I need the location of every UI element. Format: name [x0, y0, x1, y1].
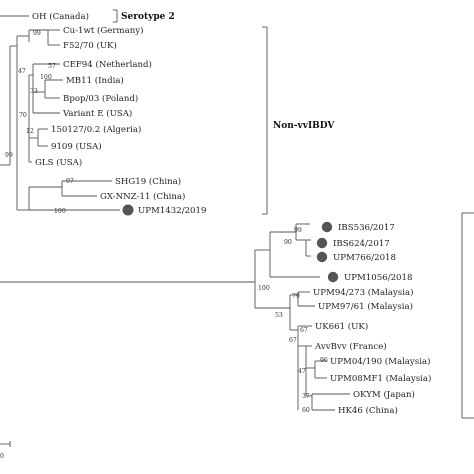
bootstrap-label: 37 [302, 393, 310, 400]
bootstrap-label: 67 [289, 337, 297, 344]
bootstrap-label: 53 [275, 312, 283, 319]
group-label: Serotype 2 [121, 12, 175, 22]
bootstrap-label: 47 [298, 368, 306, 375]
bootstrap-label: 100 [40, 74, 52, 81]
bootstrap-label: 70 [19, 112, 27, 119]
serotype2-bracket: Serotype 2 [113, 9, 175, 23]
taxon-label: UK661 (UK) [315, 321, 368, 332]
bootstrap-label: 33 [30, 88, 38, 95]
bootstrap-label: 96 [320, 357, 328, 364]
taxon-label: CEF94 (Netherland) [63, 59, 152, 70]
bootstrap-label: 47 [18, 68, 26, 75]
sample-marker [316, 251, 328, 263]
non-vv-subtree: 99 47 57 100 33 70 12 99 97 100 OH (Cana… [0, 9, 335, 216]
taxon-label: OKYM (Japan) [353, 389, 415, 400]
group-label: Non-vvIBDV [273, 121, 335, 131]
non-vv-bracket: Non-vvIBDV [262, 26, 335, 215]
taxon-label: GLS (USA) [35, 157, 82, 168]
taxon-label: UPM08MF1 (Malaysia) [330, 373, 431, 384]
bootstrap-label: 99 [294, 227, 302, 234]
bootstrap-label: 90 [284, 239, 292, 246]
taxon-label: OH (Canada) [32, 11, 89, 22]
taxon-label: SHG19 (China) [115, 176, 181, 187]
taxon-label: UPM766/2018 [333, 253, 396, 263]
bootstrap-label: 97 [66, 178, 74, 185]
bootstrap-label: 67 [300, 327, 308, 334]
taxon-label: UPM04/190 (Malaysia) [330, 356, 430, 367]
taxon-label: GX-NNZ-11 (China) [100, 191, 185, 202]
taxon-label: UPM97/61 (Malaysia) [318, 301, 413, 312]
bootstrap-label: 60 [302, 407, 310, 414]
bootstrap-label: 57 [48, 63, 56, 70]
taxon-label: Bpop/03 (Poland) [63, 93, 138, 104]
taxon-label: IBS624/2017 [333, 239, 390, 249]
taxon-label: UPM1056/2018 [344, 273, 412, 283]
bootstrap-label: 100 [258, 285, 270, 292]
vv-subtree: 99 90 100 53 79 67 67 96 47 37 60 IBS536… [0, 212, 474, 419]
taxon-label: UPM94/273 (Malaysia) [313, 287, 413, 298]
taxon-label: UPM1432/2019 [138, 206, 206, 216]
taxon-label: AvvBvv (France) [314, 341, 387, 352]
bootstrap-label: 79 [292, 293, 300, 300]
sample-marker [321, 221, 333, 233]
bootstrap-label: 12 [26, 128, 34, 135]
taxon-label: Cu-1wt (Germany) [63, 25, 143, 36]
taxon-label: MB11 (India) [66, 75, 124, 86]
taxon-label: 9109 (USA) [51, 141, 102, 152]
bootstrap-label: 100 [54, 208, 66, 215]
taxon-label: Variant E (USA) [62, 108, 132, 119]
taxon-label: F52/70 (UK) [63, 40, 117, 51]
sample-marker [122, 204, 134, 216]
taxon-label: IBS536/2017 [338, 223, 395, 233]
vv-bracket [461, 212, 474, 419]
bootstrap-label: 99 [33, 30, 41, 37]
sample-marker [316, 237, 328, 249]
taxon-label: 150127/0.2 (Algeria) [51, 124, 141, 135]
scale-bar: 0 [0, 441, 11, 460]
bootstrap-label: 99 [5, 152, 13, 159]
taxon-label: HK46 (China) [338, 405, 398, 416]
sample-marker [327, 271, 339, 283]
scale-label: 0 [0, 453, 4, 460]
